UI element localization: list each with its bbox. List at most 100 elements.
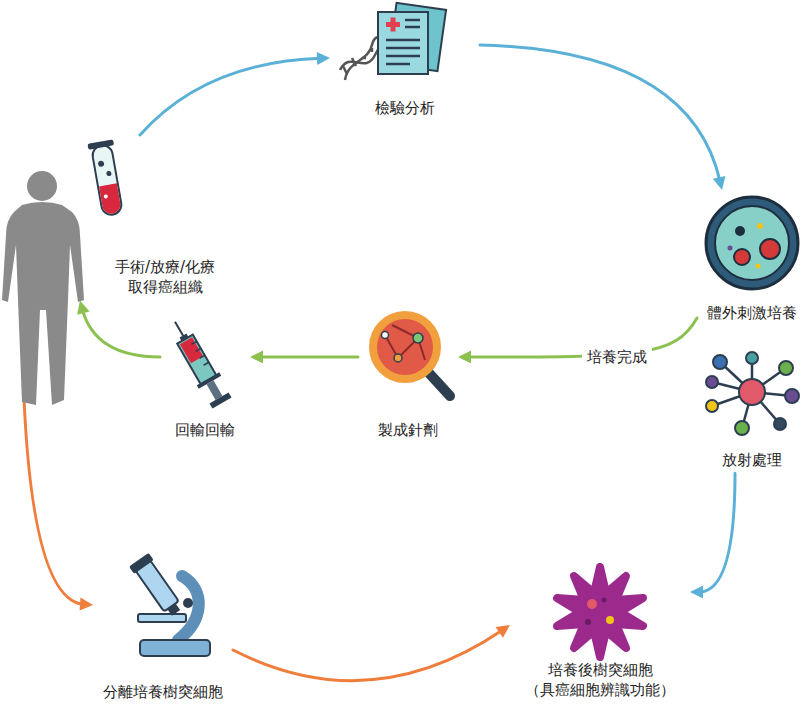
petri-dish-icon-part [728,246,733,251]
arrow-head [458,351,471,364]
magnifier-icon-part [413,333,423,343]
report-icon-part-part [386,47,420,50]
molecule-icon-part [785,389,799,403]
dna-helix-icon-part [371,48,374,52]
isolation-node: 分離培養樹突細胞 [93,555,233,705]
edge-label: 培養完成 [582,347,652,367]
node-caption: 體外刺激培養 [699,303,805,323]
magnifier-icon-part [373,315,437,379]
microscope-icon-part [138,614,186,622]
injection-node: 製成針劑 [358,303,458,443]
arrow-head [77,301,90,315]
arrow-head [80,598,93,611]
molecule-icon-part [735,421,749,435]
syringe-icon-part-part [192,341,197,344]
flow-arrow [77,301,160,358]
syringe-icon-part-part [200,355,205,358]
microscope-icon-part-part [129,553,154,574]
test-tube-icon-part [104,194,109,199]
petri-dish-icon-part [734,249,750,265]
syringe-icon-part-part [196,348,201,351]
analysis-node: 檢驗分析 [330,2,480,121]
dendritic-cell-icon-part [585,619,591,625]
report-icon-part [391,18,396,32]
petri-dish-icon-part [706,197,798,289]
microscope-icon-part [129,553,186,620]
report-icon-part-part [386,63,410,66]
microscope-icon-part [140,640,210,656]
dendritic-cell-icon-part [580,592,620,632]
report-icon-part-part [386,39,420,42]
arrow-line [259,356,358,359]
arrow-line [82,309,160,357]
dendritic-cell-icon [557,567,643,657]
molecule-icon-part [713,355,727,369]
test-tube-icon-part [91,144,123,216]
test-tube-icon-part [106,171,112,177]
dna-helix-icon-part [352,58,356,66]
node-caption: 培養後樹突細胞 （具癌細胞辨識功能） [512,660,688,701]
test-tube-icon-part [98,160,105,167]
dendritic-cell-icon-part [557,567,643,657]
microscope-icon [129,553,210,656]
molecule-icon [706,352,799,435]
molecule-icon-part [774,418,786,430]
node-caption: 分離培養樹突細胞 [95,682,231,702]
molecule-icon-part [779,361,793,375]
arrow-head [690,586,703,599]
patient-node: 手術/放療/化療 取得癌組織 [0,135,240,301]
molecule-icon-part [739,379,765,405]
arrow-line [480,45,720,181]
node-caption: 手術/放療/化療 取得癌組織 [100,257,230,298]
flow-arrow [690,473,735,598]
test-tube-icon-part [99,183,122,215]
dendritic-cell-icon-part [606,616,614,624]
radiation-node: 放射處理 [697,348,807,473]
syringe-icon-part [175,322,184,338]
dna-helix-icon-part [343,66,347,74]
dna-helix-icon-part [362,57,366,60]
test-tube-icon [87,139,125,216]
arrow-head [496,625,510,638]
report-icon-part-part [405,26,420,29]
petri-dish-icon [706,197,798,289]
report-icon-part-part [405,19,420,22]
flow-arrow [140,52,330,135]
molecule-icon-part [706,376,718,388]
petri-dish-icon-part [757,223,763,229]
flow-arrow [250,351,358,364]
report-icon-part-part [386,55,420,58]
node-caption: 製成針劑 [360,420,456,440]
test-tube-icon-part [87,139,114,149]
arrow-line [140,58,321,135]
culture-node: 體外刺激培養 [697,190,807,326]
report-icon-part [386,20,420,64]
syringe-icon-part [207,380,223,400]
person-silhouette-part [2,202,84,405]
petri-dish-icon-part [760,239,780,259]
report-icon [378,3,446,74]
syringe-icon [164,315,234,409]
flow-arrow [480,45,725,190]
molecule-icon-part [746,352,758,364]
arrow-line [233,630,503,681]
dendritic-cell-icon-part [602,598,607,603]
molecule-icon-part [706,400,718,412]
petri-dish-icon-part [715,206,789,280]
magnifier-icon-part [385,325,425,360]
magnifier-icon [373,315,450,396]
flow-arrow [458,318,697,364]
arrow-line [699,473,735,592]
infusion-node: 回輸回輸 [160,318,250,443]
person-silhouette-part [27,171,57,201]
syringe-icon-part [209,392,231,408]
magnifier-icon-part [382,332,389,339]
arrow-head [713,176,726,190]
syringe-icon-part [192,341,209,365]
petri-dish-icon-part [756,264,761,269]
node-caption: 回輸回輸 [162,420,248,440]
dendritic-cell-icon-part [587,599,597,609]
petri-dish-icon-part [735,226,745,236]
microscope-icon-part [178,576,199,640]
